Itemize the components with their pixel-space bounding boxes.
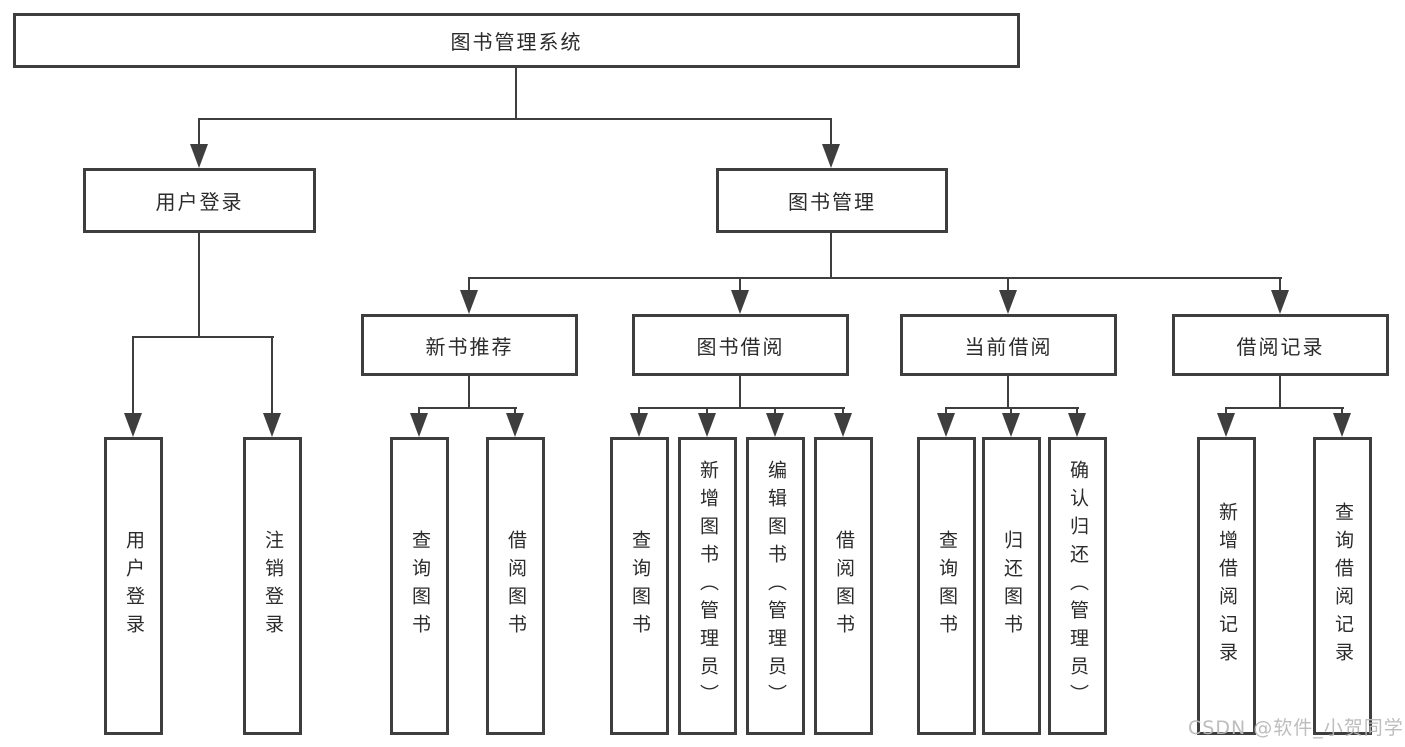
arrow-to-current-borrowing bbox=[999, 277, 1017, 314]
arrow-to-leaf-confirm-return-admin bbox=[1068, 407, 1086, 437]
connector-rail-level2 bbox=[198, 118, 832, 120]
node-book-management: 图书管理 bbox=[716, 168, 948, 233]
arrow-to-leaf-query-books-current bbox=[937, 407, 955, 437]
arrowhead-icon bbox=[506, 413, 524, 437]
arrowhead-icon bbox=[1002, 413, 1020, 437]
arrow-to-leaf-user-login bbox=[124, 336, 142, 437]
leaf-user-login: 用户登录 bbox=[104, 437, 163, 735]
connector-rail-borrowing-records bbox=[1225, 407, 1344, 409]
arrowhead-icon bbox=[1068, 413, 1086, 437]
arrow-to-leaf-add-book-admin bbox=[698, 407, 716, 437]
connector-stem-user-login bbox=[198, 233, 200, 338]
arrow-to-leaf-add-borrow-record bbox=[1217, 407, 1235, 437]
leaf-label: 借阅图书 bbox=[505, 530, 527, 642]
leaf-logout: 注销登录 bbox=[243, 437, 302, 735]
arrowhead-icon bbox=[731, 290, 749, 314]
arrowhead-icon bbox=[766, 413, 784, 437]
node-user-login: 用户登录 bbox=[83, 168, 316, 233]
node-borrowing-records: 借阅记录 bbox=[1172, 314, 1389, 376]
connector-stem-book-borrowing bbox=[739, 376, 741, 409]
leaf-label: 查询图书 bbox=[409, 530, 431, 642]
leaf-borrow-books-recommend: 借阅图书 bbox=[486, 437, 545, 735]
arrowhead-icon bbox=[698, 413, 716, 437]
leaf-label: 归还图书 bbox=[1001, 530, 1023, 642]
arrowhead-icon bbox=[190, 144, 208, 168]
node-book-borrowing: 图书借阅 bbox=[632, 314, 849, 376]
leaf-label: 新增借阅记录 bbox=[1216, 502, 1238, 670]
connector-stem-book-management bbox=[830, 233, 832, 279]
arrow-to-leaf-edit-book-admin bbox=[766, 407, 784, 437]
leaf-label: 查询借阅记录 bbox=[1332, 502, 1354, 670]
arrowhead-icon bbox=[999, 290, 1017, 314]
node-label: 用户登录 bbox=[155, 190, 244, 214]
arrow-to-leaf-query-borrow-record bbox=[1333, 407, 1351, 437]
arrow-to-book-borrowing bbox=[731, 277, 749, 314]
arrow-to-user-login bbox=[190, 118, 208, 168]
leaf-label: 确认归还（管理员） bbox=[1067, 460, 1089, 712]
arrow-to-leaf-query-books-borrow bbox=[630, 407, 648, 437]
leaf-return-book: 归还图书 bbox=[982, 437, 1041, 735]
arrowhead-icon bbox=[834, 413, 852, 437]
arrowhead-icon bbox=[1333, 413, 1351, 437]
node-label: 借阅记录 bbox=[1236, 334, 1325, 359]
node-label: 新书推荐 bbox=[425, 334, 514, 359]
arrowhead-icon bbox=[937, 413, 955, 437]
arrowhead-icon bbox=[822, 144, 840, 168]
node-label: 图书借阅 bbox=[696, 334, 785, 359]
arrowhead-icon bbox=[630, 413, 648, 437]
leaf-label: 注销登录 bbox=[262, 530, 284, 642]
connector-stem-new-book-recommend bbox=[468, 376, 470, 409]
arrowhead-icon bbox=[410, 413, 428, 437]
leaf-borrow-books: 借阅图书 bbox=[814, 437, 873, 735]
leaf-query-books-borrow: 查询图书 bbox=[610, 437, 669, 735]
connector-rail-level3 bbox=[468, 277, 1282, 279]
connector-stem-borrowing-records bbox=[1279, 376, 1281, 409]
leaf-add-book-admin: 新增图书（管理员） bbox=[678, 437, 737, 735]
node-current-borrowing: 当前借阅 bbox=[900, 314, 1117, 376]
connector-stem-current-borrowing bbox=[1007, 376, 1009, 409]
arrow-to-leaf-return-book bbox=[1002, 407, 1020, 437]
node-label: 当前借阅 bbox=[964, 334, 1053, 359]
arrowhead-icon bbox=[1217, 413, 1235, 437]
arrow-to-new-book-recommend bbox=[460, 277, 478, 314]
arrow-to-leaf-borrow-books bbox=[834, 407, 852, 437]
watermark: CSDN @软件_小贺同学 bbox=[1188, 717, 1404, 739]
leaf-label: 用户登录 bbox=[123, 530, 145, 642]
leaf-label: 新增图书（管理员） bbox=[697, 460, 719, 712]
leaf-add-borrow-record: 新增借阅记录 bbox=[1197, 437, 1256, 735]
leaf-confirm-return-admin: 确认归还（管理员） bbox=[1048, 437, 1107, 735]
connector-rail-new-book-recommend bbox=[418, 407, 517, 409]
leaf-query-books-recommend: 查询图书 bbox=[390, 437, 449, 735]
arrow-to-book-management bbox=[822, 118, 840, 168]
arrow-to-borrowing-records bbox=[1271, 277, 1289, 314]
arrowhead-icon bbox=[460, 290, 478, 314]
leaf-label: 查询图书 bbox=[936, 530, 958, 642]
leaf-query-borrow-record: 查询借阅记录 bbox=[1313, 437, 1372, 735]
leaf-edit-book-admin: 编辑图书（管理员） bbox=[746, 437, 805, 735]
node-new-book-recommend: 新书推荐 bbox=[361, 314, 578, 376]
leaf-label: 借阅图书 bbox=[833, 530, 855, 642]
node-root-library-management-system: 图书管理系统 bbox=[13, 13, 1020, 68]
node-label: 图书管理 bbox=[788, 190, 876, 214]
arrow-to-leaf-borrow-books-recommend bbox=[506, 407, 524, 437]
leaf-label: 查询图书 bbox=[629, 530, 651, 642]
arrowhead-icon bbox=[263, 413, 281, 437]
leaf-label: 编辑图书（管理员） bbox=[765, 460, 787, 712]
node-label: 图书管理系统 bbox=[450, 30, 583, 54]
leaf-query-books-current: 查询图书 bbox=[917, 437, 976, 735]
connector-stem-root bbox=[515, 68, 517, 120]
arrowhead-icon bbox=[1271, 290, 1289, 314]
arrow-to-leaf-logout bbox=[263, 336, 281, 437]
connector-rail-user-login bbox=[132, 336, 274, 338]
connector-rail-current-borrowing bbox=[945, 407, 1079, 409]
arrowhead-icon bbox=[124, 413, 142, 437]
arrow-to-leaf-query-books-recommend bbox=[410, 407, 428, 437]
connector-rail-book-borrowing bbox=[638, 407, 845, 409]
